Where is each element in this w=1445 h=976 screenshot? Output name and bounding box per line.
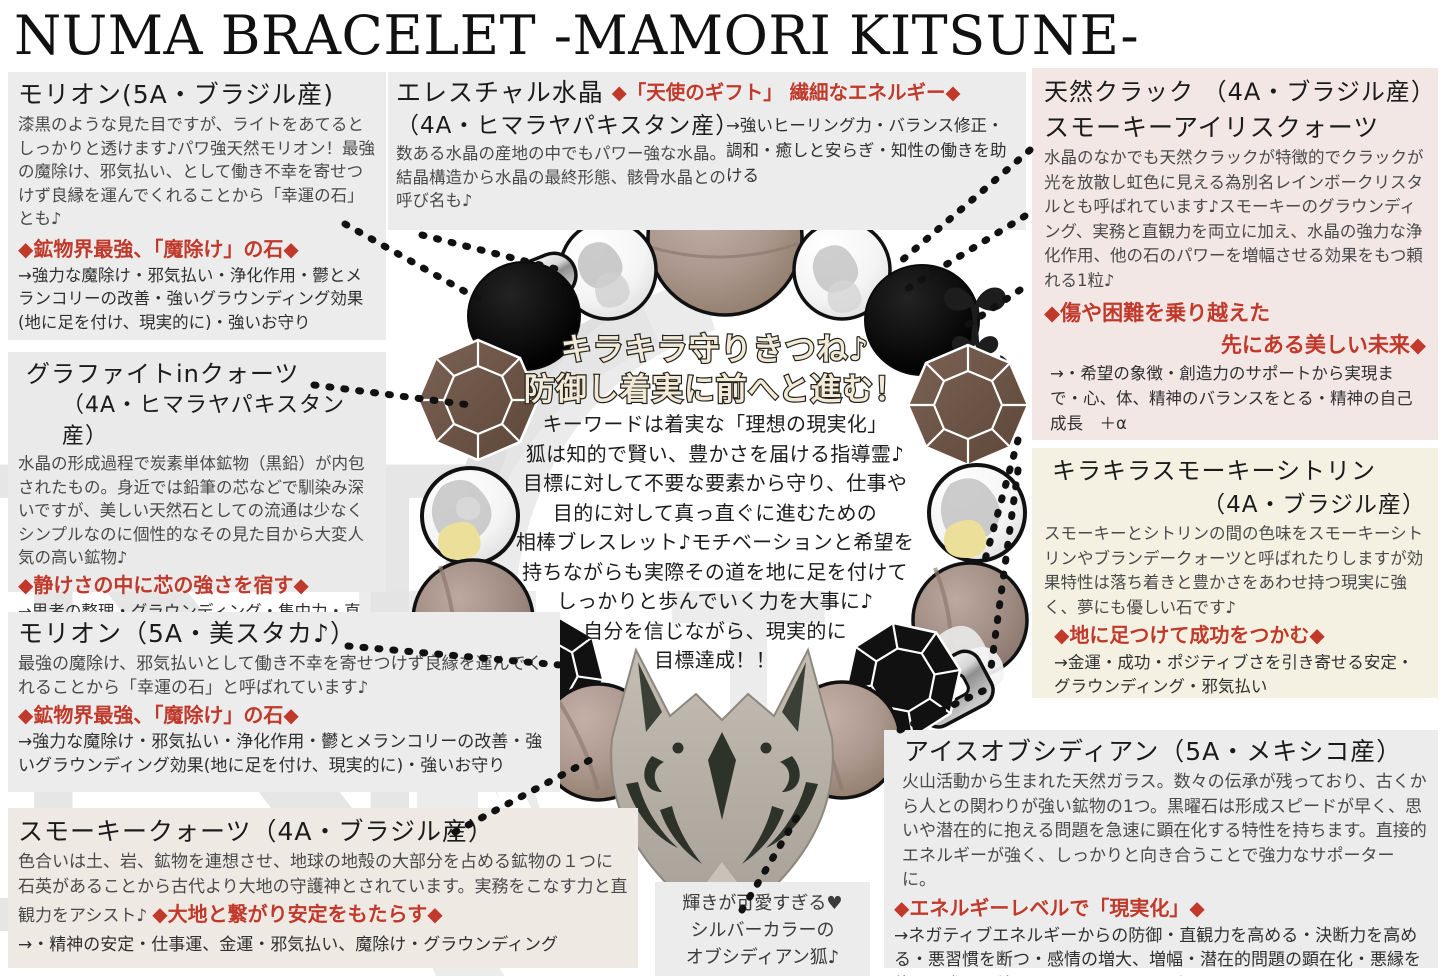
bottom-note-line: シルバーカラーの [690, 920, 835, 941]
panel-ice-obsidian-red-heading: ◆エネルギーレベルで「現実化」◆ [894, 895, 1205, 920]
center-poem-line: 相棒ブレスレット♪モチベーションと希望を [515, 530, 915, 554]
panel-graphite-quartz-heading: グラファイトinクォーツ [26, 360, 300, 388]
panel-graphite-quartz: グラファイトinクォーツ （4A・ヒマラヤパキスタン産） 水晶の形成過程で炭素単… [8, 352, 386, 644]
panel-ice-obsidian: アイスオブシディアン（5A・メキシコ産） 火山活動から生まれた天然ガラス。数々の… [884, 730, 1438, 976]
panel-morion-bisuta-body: 最強の魔除け、邪気払いとして働き不幸を寄せつけず良縁を運んでくれることから「幸運… [18, 654, 543, 698]
panel-smoky-quartz-red-heading: ◆大地と繋がり安定をもたらす◆ [152, 902, 443, 926]
panel-graphite-quartz-body: 水晶の形成過程で炭素単体鉱物（黒鉛）が内包されたもの。身近では鉛筆の芯などで馴染… [18, 454, 365, 567]
panel-smoky-citrine-heading2: （4A・ブラジル産） [1202, 492, 1426, 518]
center-heading-line2: 防御し着実に前へと進む！ [523, 371, 907, 409]
panel-elestial-row2: （4A・ヒマラヤパキスタン産） 数ある水晶の産地の中でもパワー強な水晶。結晶構造… [396, 110, 1018, 213]
panel-elestial-heading2: （4A・ヒマラヤパキスタン産） [396, 113, 740, 139]
panel-ice-obsidian-heading: アイスオブシディアン（5A・メキシコ産） [904, 737, 1403, 766]
panel-crack-smoky-iris-heading2: スモーキーアイリスクォーツ [1044, 113, 1380, 142]
page-title: NUMA BRACELET -MAMORI KITSUNE- [14, 4, 1140, 67]
panel-smoky-citrine-body: スモーキーとシトリンの間の色味をスモーキーシトリンやブランデークォーツと呼ばれた… [1044, 524, 1424, 617]
panel-smoky-quartz-effects: →・精神の安定・仕事運、金運・邪気払い、魔除け・グラウンディング [18, 935, 559, 955]
panel-crack-smoky-iris-heading: 天然クラック （4A・ブラジル産） [1044, 78, 1436, 106]
panel-elestial-row1: エレスチャル水晶 ◆「天使のギフト」 繊細なエネルギー◆ [396, 76, 1018, 110]
panel-morion-brazil-red-heading: ◆鉱物界最強、「魔除け」の石◆ [18, 236, 299, 261]
panel-crack-smoky-iris-red-heading2: 先にある美しい未来◆ [1220, 333, 1426, 357]
panel-morion-bisuta: モリオン（5A・美スタカ♪） 最強の魔除け、邪気払いとして働き不幸を寄せつけず良… [8, 612, 560, 792]
panel-morion-brazil: モリオン(5A・ブラジル産) 漆黒のような見た目ですが、ライトをあてるとしっかり… [8, 72, 386, 340]
panel-ice-obsidian-body: 火山活動から生まれた天然ガラス。数々の伝承が残っており、古くから人との関わりが強… [902, 772, 1427, 890]
panel-smoky-quartz-bodyrow: 色合いは土、岩、鉱物を連想させ、地球の地殻の大部分を占める鉱物の１つに石英がある… [18, 850, 628, 929]
center-poem-line: 目的に対して真っ直ぐに進むための [552, 500, 878, 525]
panel-smoky-citrine-effects: →金運・成功・ポジティブさを引き寄せる安定・グラウンディング・邪気払い [1054, 653, 1414, 696]
panel-morion-bisuta-red-heading: ◆鉱物界最強、「魔除け」の石◆ [18, 703, 299, 727]
bottom-note-lines: 輝きが可愛すぎる♥ シルバーカラーのオブシディアン狐♪ [661, 890, 864, 971]
panel-smoky-quartz-heading: スモーキークォーツ（4A・ブラジル産） [18, 817, 495, 846]
panel-smoky-citrine: キラキラスモーキーシトリン （4A・ブラジル産） スモーキーとシトリンの間の色味… [1032, 448, 1438, 698]
panel-morion-brazil-body: 漆黒のような見た目ですが、ライトをあてるとしっかりと透けます♪パワ強天然モリオン… [18, 115, 376, 228]
panel-graphite-quartz-heading2: （4A・ヒマラヤパキスタン産） [62, 393, 345, 449]
panel-elestial-body: 数ある水晶の産地の中でもパワー強な水晶。結晶構造から水晶の最終形態、骸骨水晶との… [396, 144, 726, 210]
panel-morion-brazil-effects: →強力な魔除け・邪気払い・浄化作用・鬱とメランコリーの改善・強いグラウンディング… [18, 265, 364, 332]
center-poem-line: 目標に対して不要な要素から守り、仕事や [522, 471, 908, 495]
center-heading-line1: キラキラ守りきつね♪ [559, 331, 870, 369]
panel-elestial-left: （4A・ヒマラヤパキスタン産） 数ある水晶の産地の中でもパワー強な水晶。結晶構造… [396, 110, 740, 213]
center-poem-line: 持ちながらも実際その道を地に足を付けて [522, 559, 908, 584]
panel-morion-bisuta-heading: モリオン（5A・美スタカ♪） [18, 619, 356, 648]
panel-smoky-quartz-body: 色合いは土、岩、鉱物を連想させ、地球の地殻の大部分を占める鉱物の１つに石英がある… [18, 852, 628, 926]
panel-elestial-heading: エレスチャル水晶 [396, 78, 604, 107]
panel-elestial: エレスチャル水晶 ◆「天使のギフト」 繊細なエネルギー◆ （4A・ヒマラヤパキス… [388, 72, 1026, 230]
panel-smoky-citrine-heading: キラキラスモーキーシトリン [1052, 457, 1377, 485]
bottom-note-line: オブシディアン狐♪ [685, 947, 840, 968]
panel-ice-obsidian-effects: →ネガティブエネルギーからの防御・直観力を高める・決断力を高める・悪習慣を断つ・… [894, 925, 1421, 976]
panel-elestial-red-heading: ◆「天使のギフト」 繊細なエネルギー◆ [611, 81, 961, 104]
panel-crack-smoky-iris: 天然クラック （4A・ブラジル産） スモーキーアイリスクォーツ 水晶のなかでも天… [1032, 68, 1438, 440]
panel-morion-bisuta-effects: →強力な魔除け・邪気払い・浄化作用・鬱とメランコリーの改善・強いグラウンディング… [18, 732, 543, 776]
panel-graphite-quartz-red-heading: ◆静けさの中に芯の強さを宿す◆ [18, 572, 309, 597]
panel-smoky-quartz: スモーキークォーツ（4A・ブラジル産） 色合いは土、岩、鉱物を連想させ、地球の地… [8, 808, 638, 968]
center-poem-line: 狐は知的で賢い、豊かさを届ける指導霊♪ [525, 441, 905, 466]
panel-crack-smoky-iris-red-heading: ◆傷や困難を乗り越えた [1044, 301, 1271, 325]
bottom-note: 輝きが可愛すぎる♥ シルバーカラーのオブシディアン狐♪ [655, 882, 870, 976]
bottom-note-line: 輝きが可愛すぎる♥ [682, 893, 843, 914]
panel-morion-brazil-heading: モリオン(5A・ブラジル産) [18, 80, 335, 109]
panel-crack-smoky-iris-effects: →・希望の象徴・創造力のサポートから実現まで・心、体、精神のバランスをとる・精神… [1050, 364, 1413, 433]
panel-smoky-citrine-red-heading: ◆地に足つけて成功をつかむ◆ [1054, 623, 1325, 647]
panel-crack-smoky-iris-body: 水晶のなかでも天然クラックが特徴的でクラックが光を放散し虹色に見える為別名レイン… [1044, 148, 1424, 290]
panel-elestial-effects: →強いヒーリング力・バランス修正・調和・癒しと安らぎ・知性の働きを助ける [726, 116, 1007, 185]
center-poem-line: キーワードは着実な「理想の現実化」 [542, 412, 888, 436]
